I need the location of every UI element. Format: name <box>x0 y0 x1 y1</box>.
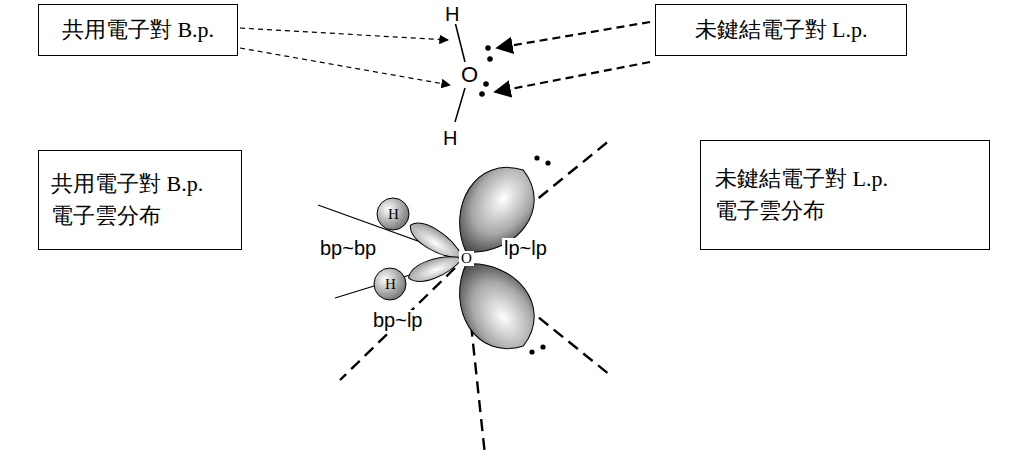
lone-pair-dots <box>479 45 493 97</box>
atom-symbol: O <box>459 251 474 266</box>
atom-symbol: H <box>441 128 459 148</box>
bond-line <box>455 88 465 122</box>
angle-lines <box>318 140 610 455</box>
atom-symbol: H <box>443 4 461 24</box>
lone-pair-box: 未鍵結電子對 L.p. <box>655 4 907 56</box>
atom-symbol: O <box>459 64 480 86</box>
angle-label: bp~bp <box>318 238 378 258</box>
lone-pair-cloud-box: 未鍵結電子對 L.p. 電子雲分布 <box>700 140 990 250</box>
box-text: 未鍵結電子對 L.p. 電子雲分布 <box>715 163 955 227</box>
lone-pair-orbital <box>438 151 551 366</box>
atom-symbol: H <box>386 207 401 222</box>
atom-symbol: H <box>383 277 398 292</box>
bonding-cloud-box: 共用電子對 B.p. 電子雲分布 <box>38 150 242 250</box>
angle-label: bp~lp <box>371 310 425 330</box>
bond-line <box>455 22 465 62</box>
box-text: 共用電子對 B.p. 電子雲分布 <box>51 168 227 232</box>
box-text: 未鍵結電子對 L.p. <box>695 14 868 46</box>
box-text: 共用電子對 B.p. <box>62 14 214 46</box>
angle-label: lp~lp <box>502 238 549 258</box>
pointer-arrows <box>240 22 650 92</box>
bonding-pair-box: 共用電子對 B.p. <box>38 4 238 56</box>
hydrogen-atom <box>374 198 409 300</box>
